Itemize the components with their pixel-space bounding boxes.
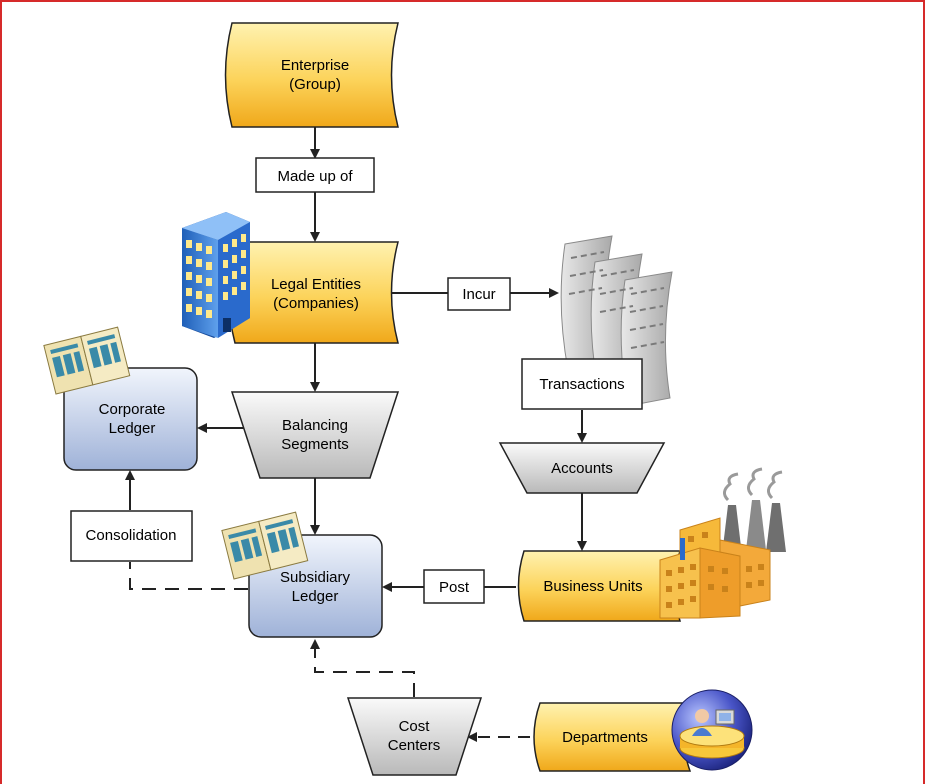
transactions-node: Transactions (521, 358, 643, 410)
legal-entities-node: Legal Entities (Companies) (227, 241, 399, 344)
dashed-subsidiary-consolidation (129, 562, 248, 590)
departments-label: Departments (562, 729, 648, 746)
legal-entities-label-line2: (Companies) (273, 295, 359, 312)
business-units-label: Business Units (543, 578, 642, 595)
office-building-icon (182, 212, 250, 338)
subsidiary-ledger-label-line2: Ledger (292, 588, 339, 605)
accounts-node: Accounts (498, 442, 666, 494)
consolidation-label: Consolidation (86, 527, 177, 544)
cost-centers-label-line2: Centers (388, 737, 441, 754)
made-up-of-node: Made up of (255, 157, 375, 193)
subsidiary-ledger-label-line1: Subsidiary (280, 569, 351, 586)
enterprise-node: Enterprise (Group) (224, 22, 399, 128)
enterprise-label-line1: Enterprise (281, 57, 349, 74)
consolidation-node: Consolidation (70, 510, 193, 562)
factory-icon (659, 467, 786, 619)
balancing-segments-label-line1: Balancing (282, 417, 348, 434)
departments-node: Departments (533, 702, 692, 772)
ledger-book-icon-subsidiary (221, 511, 309, 580)
balancing-segments-label-line2: Segments (281, 436, 349, 453)
cost-centers-label-line1: Cost (399, 718, 431, 735)
department-people-icon (671, 689, 753, 771)
business-units-node: Business Units (517, 550, 682, 622)
post-label: Post (439, 579, 470, 596)
incur-label: Incur (462, 286, 495, 303)
corporate-ledger-node: Corporate Ledger (63, 367, 198, 471)
ledger-book-icon (43, 326, 131, 395)
connectors (125, 127, 587, 742)
made-up-of-label: Made up of (277, 168, 353, 185)
enterprise-label-line2: (Group) (289, 76, 341, 93)
dashed-costcenters-subsidiary (310, 639, 415, 697)
legal-entities-label-line1: Legal Entities (271, 276, 361, 293)
corporate-ledger-label-line2: Ledger (109, 420, 156, 437)
corporate-ledger-label-line1: Corporate (99, 401, 166, 418)
cost-centers-node: Cost Centers (346, 697, 483, 776)
incur-node: Incur (447, 277, 511, 311)
transactions-label: Transactions (539, 376, 624, 393)
accounts-label: Accounts (551, 460, 613, 477)
post-node: Post (423, 569, 485, 604)
balancing-segments-node: Balancing Segments (230, 391, 400, 479)
